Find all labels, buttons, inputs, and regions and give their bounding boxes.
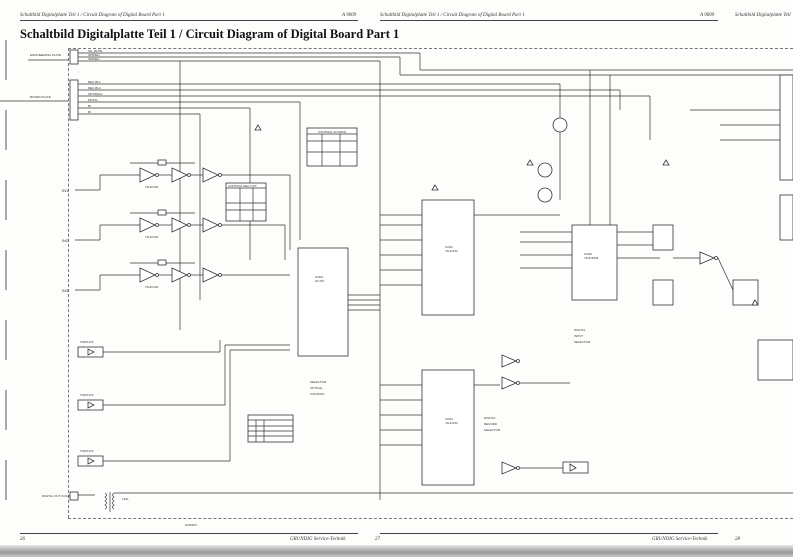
ic-ref: IC320 [584,252,592,256]
transistors [537,117,568,203]
binding-edge [5,40,7,520]
input-label: IN3 [62,288,69,293]
running-head-mid: Schaltbild Digitalplatte Teil 1 / Circui… [380,13,525,18]
footer-brand-left: GRUNDIG Service-Technik [290,537,346,542]
ic-caption: SELECTOR [484,428,501,432]
header-rule-mid [380,20,718,21]
input-label: IN1 [62,188,69,193]
scanner-edge [0,545,793,557]
optical-receiver-2 [77,344,290,411]
input-stage-2 [75,209,286,260]
page-title: Schaltbild Digitalplatte Teil 1 / Circui… [20,27,400,41]
footer-rule-left [20,533,358,534]
control-source-table [306,127,358,167]
ic-caption: DIGITAL [574,328,586,332]
optical-part: TORX176 [80,340,94,344]
ic-caption: OPTICAL [310,386,323,390]
ic311-mux [380,199,560,316]
optical-part: TORX176 [80,393,94,397]
header-rule-left [20,20,358,21]
ic-part: 74HC153 [445,421,458,425]
running-head-left: Schaltbild Digitalplatte Teil 1 / Circui… [20,13,165,18]
ic-part: 74HC153 [445,249,458,253]
running-head-left-code: A 9009 [342,13,357,18]
pin-label: BI [88,110,91,114]
selector-table [247,414,294,443]
ic304-selector [297,247,380,357]
pin-label: /DODEU [88,53,100,57]
ground-label: GND303 [185,523,197,527]
pin-label: OPT/DIGA [88,92,102,96]
connector-upper [28,49,793,76]
optical-part: TORX176 [80,449,94,453]
input-stage-3 [75,259,290,291]
board-border-top [68,48,793,49]
page-number-left: 26 [20,537,25,542]
ic-ref: IC312 [445,417,453,421]
ic-caption: RECORD [484,422,498,426]
supply-markers [254,124,759,306]
optical-receiver-1 [77,340,221,358]
pin-label: REC-BL1 [88,80,101,84]
ic-part: 74HC4094 [584,256,599,260]
gate-type-label: 74HCU04 [145,285,159,289]
page-number-right: 28 [735,537,740,542]
board-border-left [68,48,69,518]
pin-label: REC-BL4 [88,86,101,90]
record-out-inverters [501,354,589,475]
transformer-label: DIGITAL OUT COAX [42,494,70,498]
flip-flops [652,224,793,381]
running-head-mid-code: A 9009 [700,13,715,18]
gate-type-label: 74HCU04 [145,235,159,239]
gate-type-label: 74HCU04 [145,185,159,189]
running-head-right: Schaltbild Digitalplatte Teil [735,13,791,18]
optical-receiver-3 [77,349,290,467]
ic-ref: IC304 [315,275,323,279]
ic312-mux [380,369,500,486]
footer-brand-right: GRUNDIG Service-Technik [652,537,708,542]
connector-upper-label: ENGINEERING PLATE [30,53,61,57]
pin-label: /DODEU [88,57,100,61]
pin-label: BI [88,104,91,108]
table-title: CONTROL REC OUT [228,184,257,188]
pin-label: SD_MUTE [88,49,102,53]
table-title: CONTROL SOURCE [318,130,346,134]
control-rec-out-table [225,182,267,222]
ic-caption: SELECTOR [310,380,327,384]
ic-ref: IC311 [445,245,453,249]
footer-rule-right [380,533,718,534]
ic-caption: SELECTOR [574,340,591,344]
connector-lower-label: BOARD PLATE [30,95,51,99]
board-border-bottom [68,518,793,519]
ic-caption: INPUT [574,334,583,338]
page-number-mid: 27 [375,537,380,542]
ic-caption: DIGITAL [484,416,496,420]
connector-right [690,74,793,241]
pin-label: MUTAL [88,98,98,102]
transformer-ref: L301 [122,497,129,501]
digital-out-transformer [69,491,793,512]
input-label: IN2 [62,238,69,243]
ic-caption: CONTROL [310,392,325,396]
ic320-shift-register [520,224,660,301]
input-stage-1 [75,159,291,250]
bus-lines [179,61,611,500]
connector-lower [0,79,651,140]
ic-part: HC157 [315,279,325,283]
